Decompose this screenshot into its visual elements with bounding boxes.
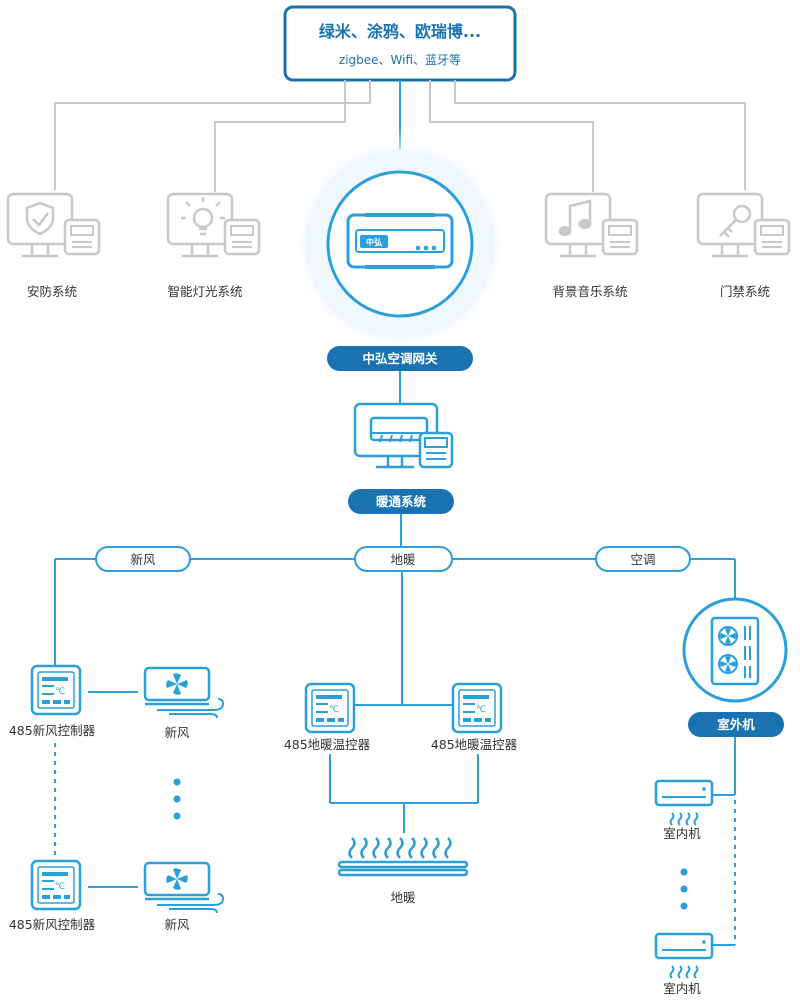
- hvac-label: 暖通系统: [376, 494, 427, 509]
- branch-floor-heating-pill: [354, 546, 453, 572]
- gateway-label: 中弘空调网关: [362, 351, 438, 366]
- outdoor-unit-label: 室外机: [717, 717, 755, 732]
- branch-floor-heating-label: 地暖: [390, 552, 416, 567]
- indoor-unit-icon: [654, 779, 714, 827]
- branch-fresh-air-label: 新风: [130, 552, 156, 567]
- floor-heating-pipe-icon: [337, 837, 469, 877]
- thermostat-unit-1: ℃: [55, 687, 65, 697]
- thermostat-unit-4: ℃: [476, 705, 486, 715]
- music-system-icon: [544, 192, 639, 258]
- lighting-system-label: 智能灯光系统: [167, 284, 242, 299]
- gateway-device-logo: 中弘: [366, 237, 382, 247]
- indoor-unit-label-2: 室内机: [663, 981, 701, 996]
- gateway-pill: [327, 346, 473, 371]
- hvac-system-icon: [353, 402, 454, 469]
- indoor-unit-ellipsis: [680, 868, 688, 910]
- thermostat-unit-3: ℃: [329, 705, 339, 715]
- fresh-air-unit-icon-2: [143, 861, 225, 915]
- fresh-air-unit-icon: [143, 666, 225, 720]
- fresh-air-controller-label-2: 485新风控制器: [9, 917, 96, 932]
- subsystem-connectors: [54, 80, 746, 192]
- shield-check-icon: [25, 201, 55, 236]
- outdoor-unit-icon: [682, 597, 788, 703]
- lighting-system-icon: [166, 192, 261, 258]
- light-bulb-icon: [181, 197, 225, 236]
- music-system-label: 背景音乐系统: [552, 284, 627, 299]
- fresh-air-controller-label: 485新风控制器: [9, 723, 96, 738]
- branch-connectors: [54, 514, 736, 946]
- branch-fresh-air-pill: [95, 546, 191, 572]
- floor-heating-label: 地暖: [390, 890, 416, 905]
- floor-heating-controller-left-label: 485地暖温控器: [284, 737, 371, 752]
- protocol-box-subtitle: zigbee、Wifi、蓝牙等: [339, 53, 461, 67]
- music-note-icon: [558, 199, 592, 236]
- outdoor-unit-pill: [688, 712, 784, 737]
- access-control-label: 门禁系统: [720, 284, 770, 299]
- protocol-box: [283, 5, 517, 82]
- indoor-unit-label: 室内机: [663, 826, 701, 841]
- security-system-icon: [6, 192, 101, 258]
- security-system-label: 安防系统: [27, 284, 77, 299]
- protocol-box-title: 绿米、涂鸦、欧瑞博...: [319, 22, 481, 41]
- access-control-icon: [696, 192, 791, 258]
- fresh-air-ellipsis: [173, 778, 181, 820]
- fresh-air-unit-label-2: 新风: [164, 917, 190, 932]
- branch-ac-label: 空调: [630, 552, 655, 567]
- indoor-unit-icon-2: [654, 932, 714, 980]
- fresh-air-unit-label: 新风: [164, 725, 190, 740]
- thermostat-unit-2: ℃: [55, 882, 65, 892]
- gateway-device-icon: 中弘: [346, 213, 454, 269]
- key-icon: [719, 204, 752, 238]
- branch-ac-pill: [595, 546, 691, 572]
- hvac-pill: [348, 489, 454, 514]
- floor-heating-controller-right-label: 485地暖温控器: [431, 737, 518, 752]
- dashed-connectors: [54, 743, 736, 945]
